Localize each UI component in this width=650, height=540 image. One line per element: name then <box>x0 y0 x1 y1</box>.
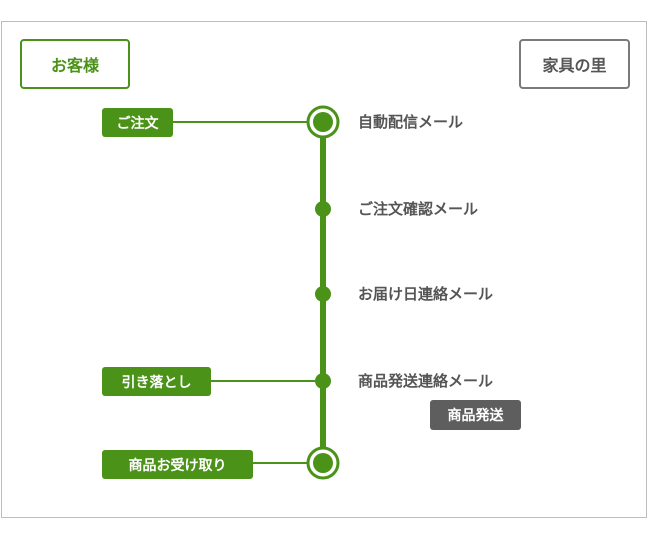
timeline-end-dot <box>313 453 333 473</box>
event-receipt: 商品お受け取り <box>102 450 253 479</box>
shop-box: 家具の里 <box>519 39 630 89</box>
event-debit: 引き落とし <box>102 367 211 396</box>
timeline-dot-order-confirm <box>315 201 331 217</box>
timeline-dot-shipping <box>315 373 331 389</box>
customer-box: お客様 <box>20 39 130 89</box>
email-auto: 自動配信メール <box>358 113 464 131</box>
timeline-dot-delivery-date <box>315 286 331 302</box>
shipping-tag: 商品発送 <box>430 400 521 430</box>
event-order: ご注文 <box>102 108 173 137</box>
email-order-confirm: ご注文確認メール <box>358 200 479 218</box>
email-delivery-date: お届け日連絡メール <box>358 285 494 303</box>
timeline-start-dot <box>313 112 333 132</box>
email-shipping: 商品発送連絡メール <box>358 372 494 390</box>
